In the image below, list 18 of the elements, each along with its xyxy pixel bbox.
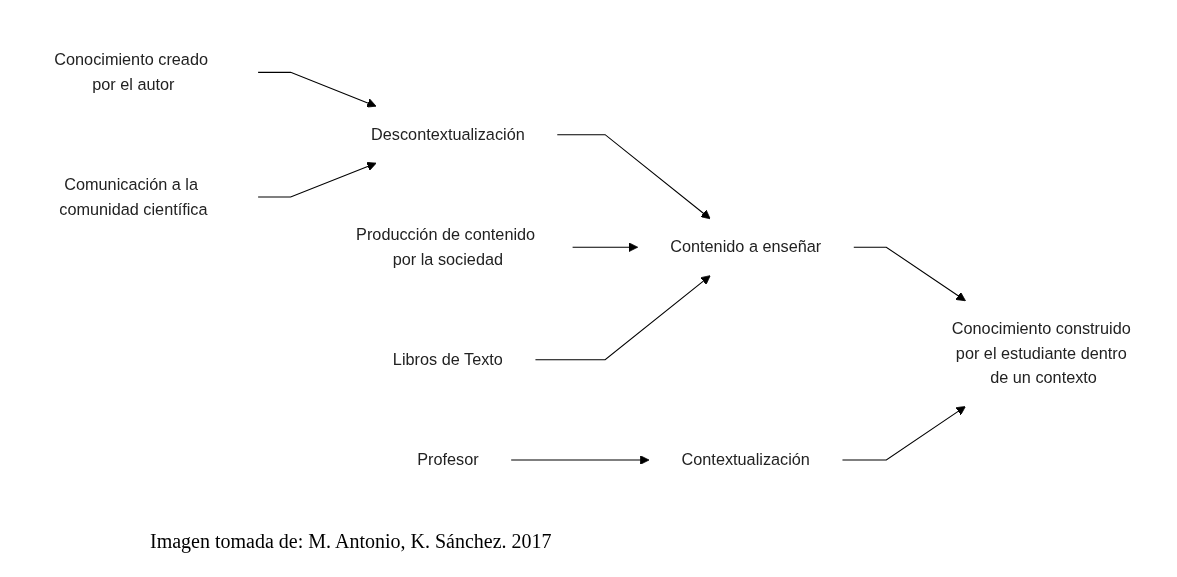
arrow [853,246,966,302]
node-text: Profesor [417,449,479,469]
node-text: Comunicación a la comunidad científica [59,174,208,218]
arrow [841,405,966,461]
node-text: Producción de contenido por la sociedad [356,224,536,268]
arrow [257,71,377,108]
arrow [556,134,711,220]
arrow [510,455,650,465]
node-text: Conocimiento creado por el autor [54,50,209,93]
node-text: Contextualización [681,449,810,469]
arrow [534,275,711,361]
arrow [572,242,639,252]
arrow [257,161,377,198]
node-text: Conocimiento construido por el estudiante dentro de un contexto [951,319,1131,387]
caption: Imagen tomada de: M. Antonio, K. Sánchez. 2017 [150,530,552,553]
node-text: Contenido a enseñar [670,237,822,256]
node-text: Descontextualización [371,124,525,144]
node-text: Libros de Texto [392,349,503,369]
